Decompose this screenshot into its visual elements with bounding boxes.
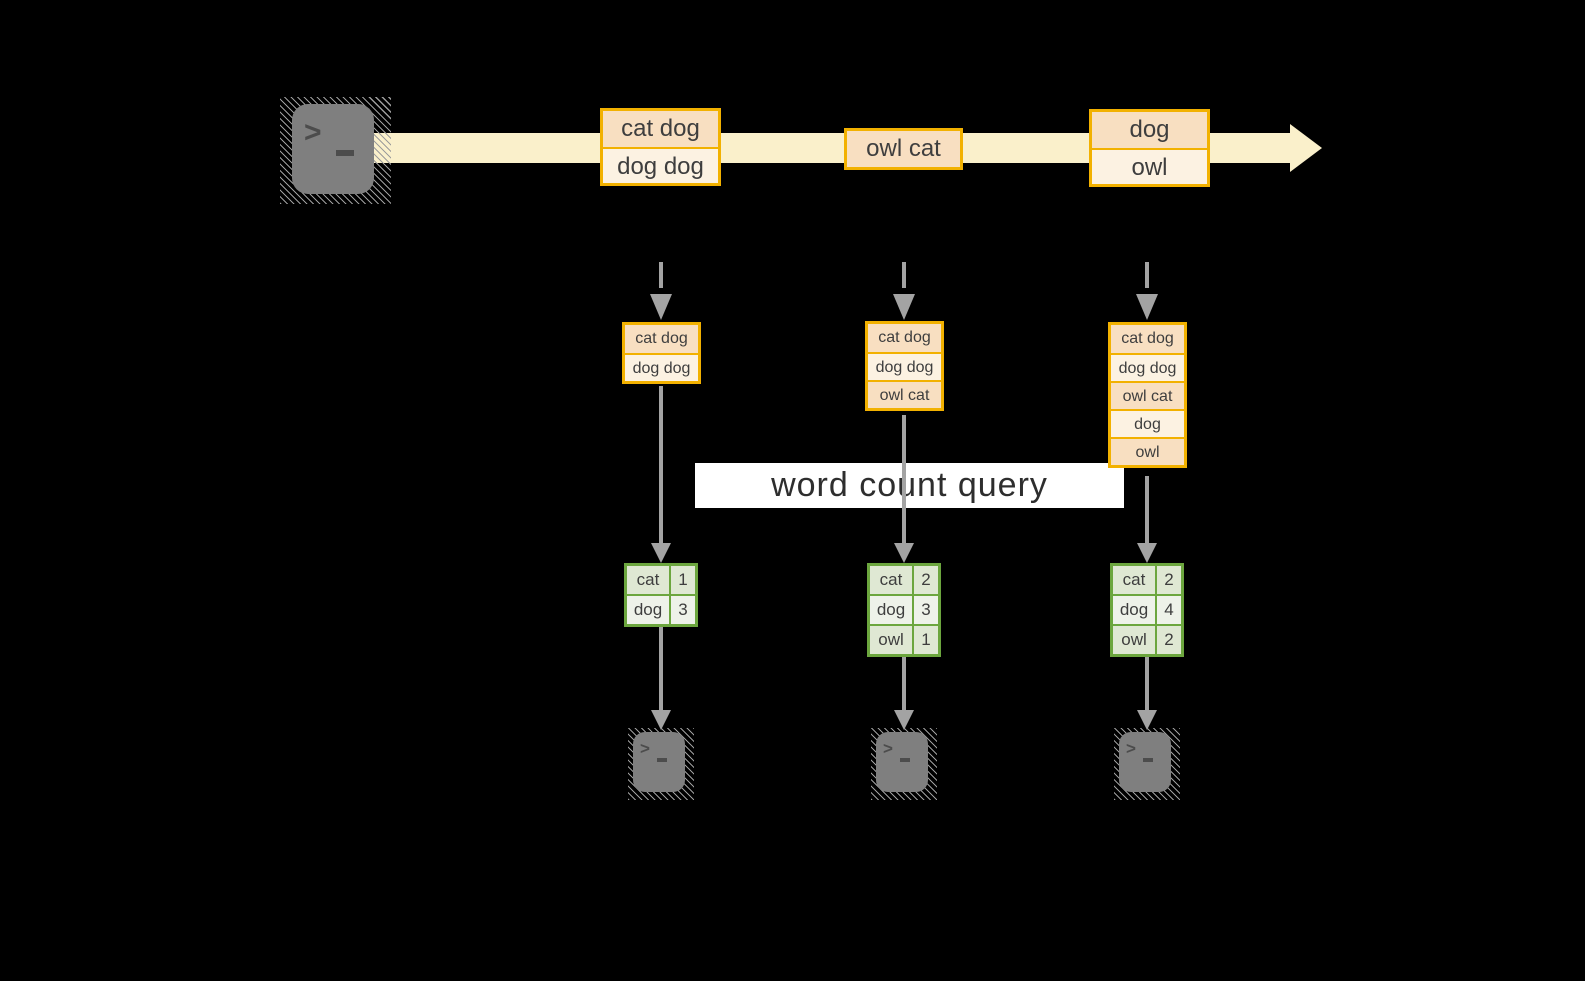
table-cell-count: 3 xyxy=(671,596,695,624)
terminal-source-icon: > xyxy=(280,97,391,204)
buffer-record: owl cat xyxy=(1111,381,1184,409)
word-count-table: cat 2 dog 4 owl 2 xyxy=(1110,563,1184,657)
table-row: owl 1 xyxy=(870,626,938,654)
flow-arrow-shaft xyxy=(1145,476,1149,543)
table-cell-word: cat xyxy=(1113,566,1155,594)
table-row: cat 2 xyxy=(870,566,938,594)
flow-arrow-head-icon xyxy=(894,543,914,563)
terminal-sink-icon: > xyxy=(871,728,937,800)
dashed-arrow-shaft xyxy=(659,262,663,288)
table-cell-count: 1 xyxy=(914,626,938,654)
stream-record: cat dog xyxy=(603,111,718,147)
stream-record-batch: dog owl xyxy=(1089,109,1210,187)
table-row: dog 3 xyxy=(870,596,938,624)
table-cell-count: 2 xyxy=(1157,626,1181,654)
record-buffer: cat dog dog dog owl cat dog owl xyxy=(1108,322,1187,468)
table-row: cat 1 xyxy=(627,566,695,594)
table-row: dog 4 xyxy=(1113,596,1181,624)
table-cell-word: dog xyxy=(627,596,669,624)
record-buffer: cat dog dog dog owl cat xyxy=(865,321,944,411)
prompt-underscore-icon xyxy=(657,758,667,762)
flow-arrow-shaft xyxy=(902,415,906,543)
stream-record-batch: owl cat xyxy=(844,128,963,170)
word-count-table: cat 2 dog 3 owl 1 xyxy=(867,563,941,657)
word-count-table: cat 1 dog 3 xyxy=(624,563,698,627)
buffer-record: cat dog xyxy=(1111,325,1184,353)
buffer-record: cat dog xyxy=(868,324,941,352)
table-cell-count: 2 xyxy=(1157,566,1181,594)
table-cell-word: owl xyxy=(870,626,912,654)
buffer-record: owl cat xyxy=(868,380,941,408)
stream-record: dog dog xyxy=(603,147,718,183)
flow-arrow-shaft xyxy=(902,657,906,710)
table-cell-count: 2 xyxy=(914,566,938,594)
prompt-chevron-icon: > xyxy=(640,739,650,758)
terminal-sink-icon: > xyxy=(1114,728,1180,800)
flow-arrow-head-icon xyxy=(1137,710,1157,730)
buffer-record: dog dog xyxy=(1111,353,1184,381)
prompt-underscore-icon xyxy=(900,758,910,762)
dashed-arrow-shaft xyxy=(902,262,906,288)
table-cell-word: owl xyxy=(1113,626,1155,654)
dashed-arrow-shaft xyxy=(1145,262,1149,288)
prompt-chevron-icon: > xyxy=(1126,739,1136,758)
table-cell-word: cat xyxy=(627,566,669,594)
prompt-chevron-icon: > xyxy=(883,739,893,758)
stream-record: owl cat xyxy=(847,131,960,167)
stream-record: owl xyxy=(1092,148,1207,184)
table-cell-count: 4 xyxy=(1157,596,1181,624)
prompt-underscore-icon xyxy=(336,150,354,156)
prompt-chevron-icon: > xyxy=(304,116,322,149)
buffer-record: dog dog xyxy=(625,353,698,381)
stream-arrow-head-icon xyxy=(1290,124,1322,172)
table-cell-word: cat xyxy=(870,566,912,594)
table-row: cat 2 xyxy=(1113,566,1181,594)
table-cell-count: 1 xyxy=(671,566,695,594)
buffer-record: dog xyxy=(1111,409,1184,437)
terminal-icon-body: > xyxy=(1119,732,1171,792)
flow-arrow-head-icon xyxy=(651,710,671,730)
table-cell-word: dog xyxy=(870,596,912,624)
terminal-icon-body: > xyxy=(292,104,374,194)
flow-arrow-head-icon xyxy=(1137,543,1157,563)
dashed-arrow-head-icon xyxy=(650,294,672,320)
buffer-record: cat dog xyxy=(625,325,698,353)
table-row: dog 3 xyxy=(627,596,695,624)
flow-arrow-shaft xyxy=(659,627,663,710)
table-cell-count: 3 xyxy=(914,596,938,624)
terminal-icon-body: > xyxy=(876,732,928,792)
prompt-underscore-icon xyxy=(1143,758,1153,762)
stream-record: dog xyxy=(1092,112,1207,148)
query-label: word count query xyxy=(695,463,1124,508)
table-cell-word: dog xyxy=(1113,596,1155,624)
flow-arrow-shaft xyxy=(659,386,663,543)
dashed-arrow-head-icon xyxy=(1136,294,1158,320)
flow-arrow-head-icon xyxy=(651,543,671,563)
buffer-record: dog dog xyxy=(868,352,941,380)
buffer-record: owl xyxy=(1111,437,1184,465)
terminal-icon-body: > xyxy=(633,732,685,792)
stream-record-batch: cat dog dog dog xyxy=(600,108,721,186)
flow-arrow-head-icon xyxy=(894,710,914,730)
dashed-arrow-head-icon xyxy=(893,294,915,320)
record-buffer: cat dog dog dog xyxy=(622,322,701,384)
flow-arrow-shaft xyxy=(1145,657,1149,710)
terminal-sink-icon: > xyxy=(628,728,694,800)
table-row: owl 2 xyxy=(1113,626,1181,654)
